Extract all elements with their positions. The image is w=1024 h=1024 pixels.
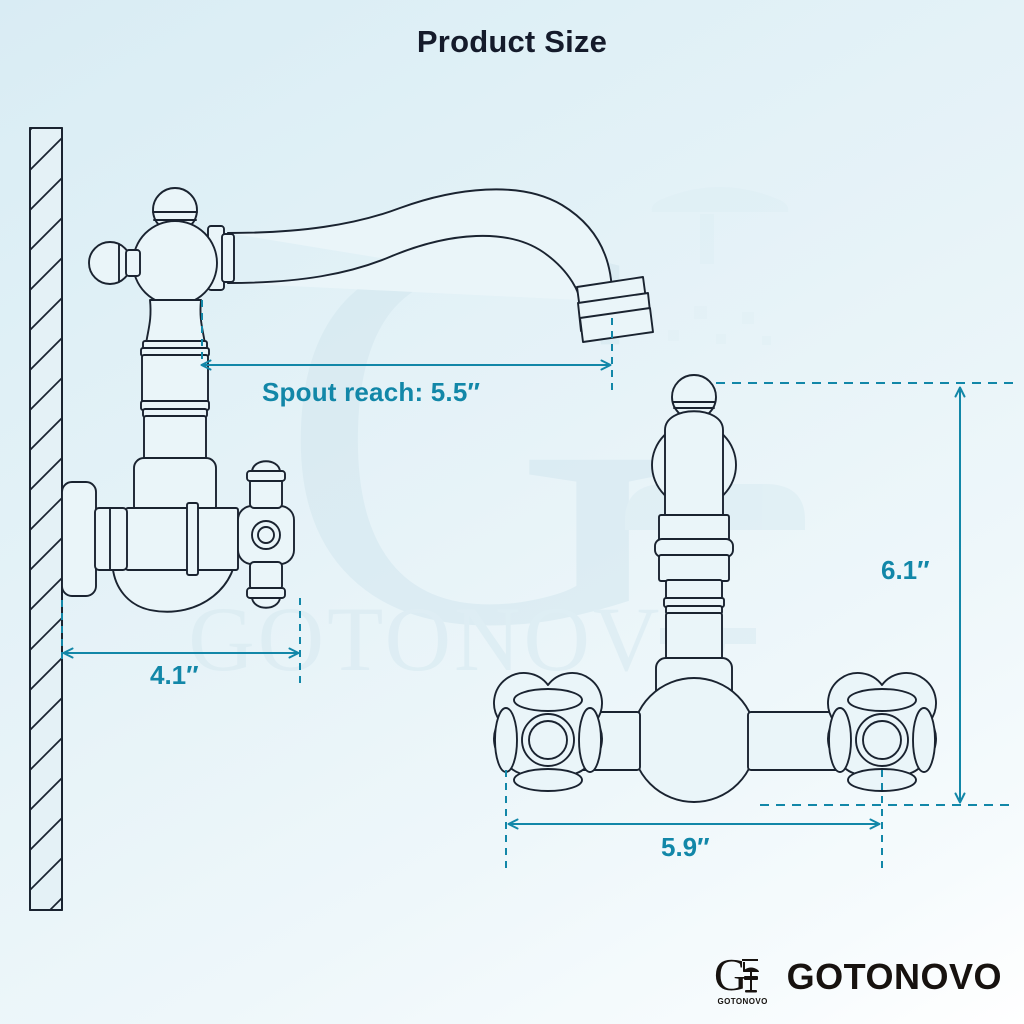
front-valve-sphere — [631, 677, 757, 803]
brand-logo: G GOTONOVO GOTONOVO — [713, 946, 1002, 1008]
logo-wordmark: GOTONOVO — [786, 956, 1002, 997]
escutcheon — [61, 481, 128, 597]
spout-inner-curve — [227, 234, 581, 301]
logo-mark-letter: G — [714, 949, 747, 1000]
front-column-dome — [664, 410, 724, 519]
logo-mark-subtext: GOTONOVO — [717, 997, 768, 1006]
front-right-cross-handle — [827, 672, 937, 792]
side-cross-handle — [237, 460, 295, 609]
front-view-faucet — [493, 374, 937, 803]
spout-neck — [145, 299, 206, 345]
logo-mark: G GOTONOVO — [713, 948, 773, 1006]
front-left-cross-handle — [493, 672, 603, 792]
width-label: 5.9″ — [661, 832, 710, 862]
front-right-arm — [747, 711, 841, 771]
depth-label: 4.1″ — [150, 660, 199, 690]
height-label: 6.1″ — [881, 555, 930, 585]
side-body-sphere — [132, 220, 218, 306]
wall — [29, 127, 63, 911]
front-finial — [671, 374, 717, 420]
side-view-faucet — [61, 187, 654, 613]
spout-reach-label: Spout reach: 5.5″ — [262, 377, 481, 407]
page-title: Product Size — [416, 24, 608, 59]
valve-stem — [125, 502, 239, 576]
logo-faucet-icon — [741, 959, 759, 993]
side-knob — [88, 241, 141, 285]
spout-column — [133, 340, 217, 517]
dimension-lines — [61, 300, 1014, 868]
aerator — [576, 276, 654, 343]
